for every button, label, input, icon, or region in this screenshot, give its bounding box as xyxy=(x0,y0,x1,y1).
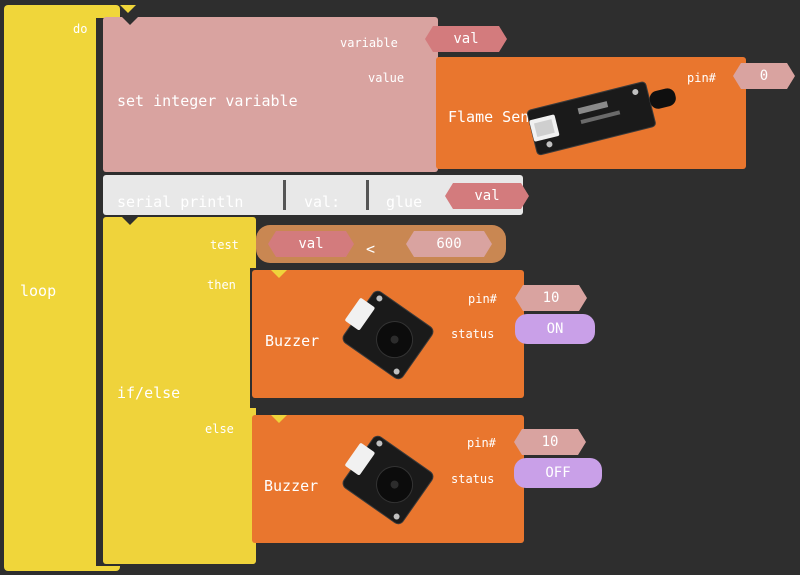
value-label: value xyxy=(368,71,405,85)
serial-glue-label: glue xyxy=(386,193,423,211)
flame-sensor-module-image xyxy=(527,81,676,156)
buzzer-else-status-chip[interactable]: OFF xyxy=(514,458,602,488)
loop-label: loop xyxy=(20,282,57,300)
flame-pin-label: pin# xyxy=(687,71,716,85)
compare-left-operand: val xyxy=(298,236,324,252)
set-variable-title: set integer variable xyxy=(117,92,298,110)
serial-glue-value-chip[interactable]: val xyxy=(445,183,529,209)
compare-operator[interactable]: < xyxy=(366,240,376,258)
serial-val-prefix-slot[interactable] xyxy=(283,180,363,210)
buzzer-then-status-chip[interactable]: ON xyxy=(515,314,595,344)
loop-top-notch xyxy=(120,5,136,13)
variable-name-chip[interactable]: val xyxy=(425,26,507,52)
buzzer-then-pin-chip[interactable]: 10 xyxy=(515,285,587,311)
variable-name-value: val xyxy=(453,31,479,47)
set-integer-variable-block[interactable] xyxy=(103,17,438,172)
compare-left-operand-chip[interactable]: val xyxy=(268,231,354,257)
serial-println-label: serial println xyxy=(117,193,244,211)
serial-val-prefix: val: xyxy=(304,193,341,211)
serial-glue-value: val xyxy=(474,188,500,204)
flame-pin-value: 0 xyxy=(759,68,769,84)
buzzer-else-notch xyxy=(271,415,287,423)
if-else-label: if/else xyxy=(117,384,181,402)
if-else-branch-label: else xyxy=(205,422,234,436)
buzzer-then-status-label: status xyxy=(451,327,495,341)
buzzer-else-status-label: status xyxy=(451,472,495,486)
loop-do-label: do xyxy=(73,22,88,36)
serial-glue-slot[interactable] xyxy=(366,180,446,210)
buzzer-then-label: Buzzer xyxy=(265,332,320,350)
if-test-label: test xyxy=(210,238,239,252)
buzzer-then-pin-label: pin# xyxy=(468,292,497,306)
buzzer-else-pin-value: 10 xyxy=(541,434,559,450)
buzzer-then-module-image xyxy=(342,290,434,380)
compare-right-operand-chip[interactable]: 600 xyxy=(406,231,492,257)
set-variable-notch xyxy=(122,17,138,25)
buzzer-then-notch xyxy=(271,270,287,278)
buzzer-else-pin-chip[interactable]: 10 xyxy=(514,429,586,455)
buzzer-then-pin-value: 10 xyxy=(542,290,560,306)
buzzer-else-label: Buzzer xyxy=(264,477,319,495)
buzzer-else-pin-label: pin# xyxy=(467,436,496,450)
buzzer-else-status-value: OFF xyxy=(545,465,571,481)
variable-label: variable xyxy=(340,36,398,50)
compare-right-operand: 600 xyxy=(436,236,462,252)
flame-pin-chip[interactable]: 0 xyxy=(733,63,795,89)
if-then-label: then xyxy=(207,278,236,292)
if-else-notch xyxy=(122,217,138,225)
if-else-block[interactable] xyxy=(103,217,256,564)
buzzer-else-module-image xyxy=(342,435,434,525)
buzzer-then-status-value: ON xyxy=(546,321,564,337)
